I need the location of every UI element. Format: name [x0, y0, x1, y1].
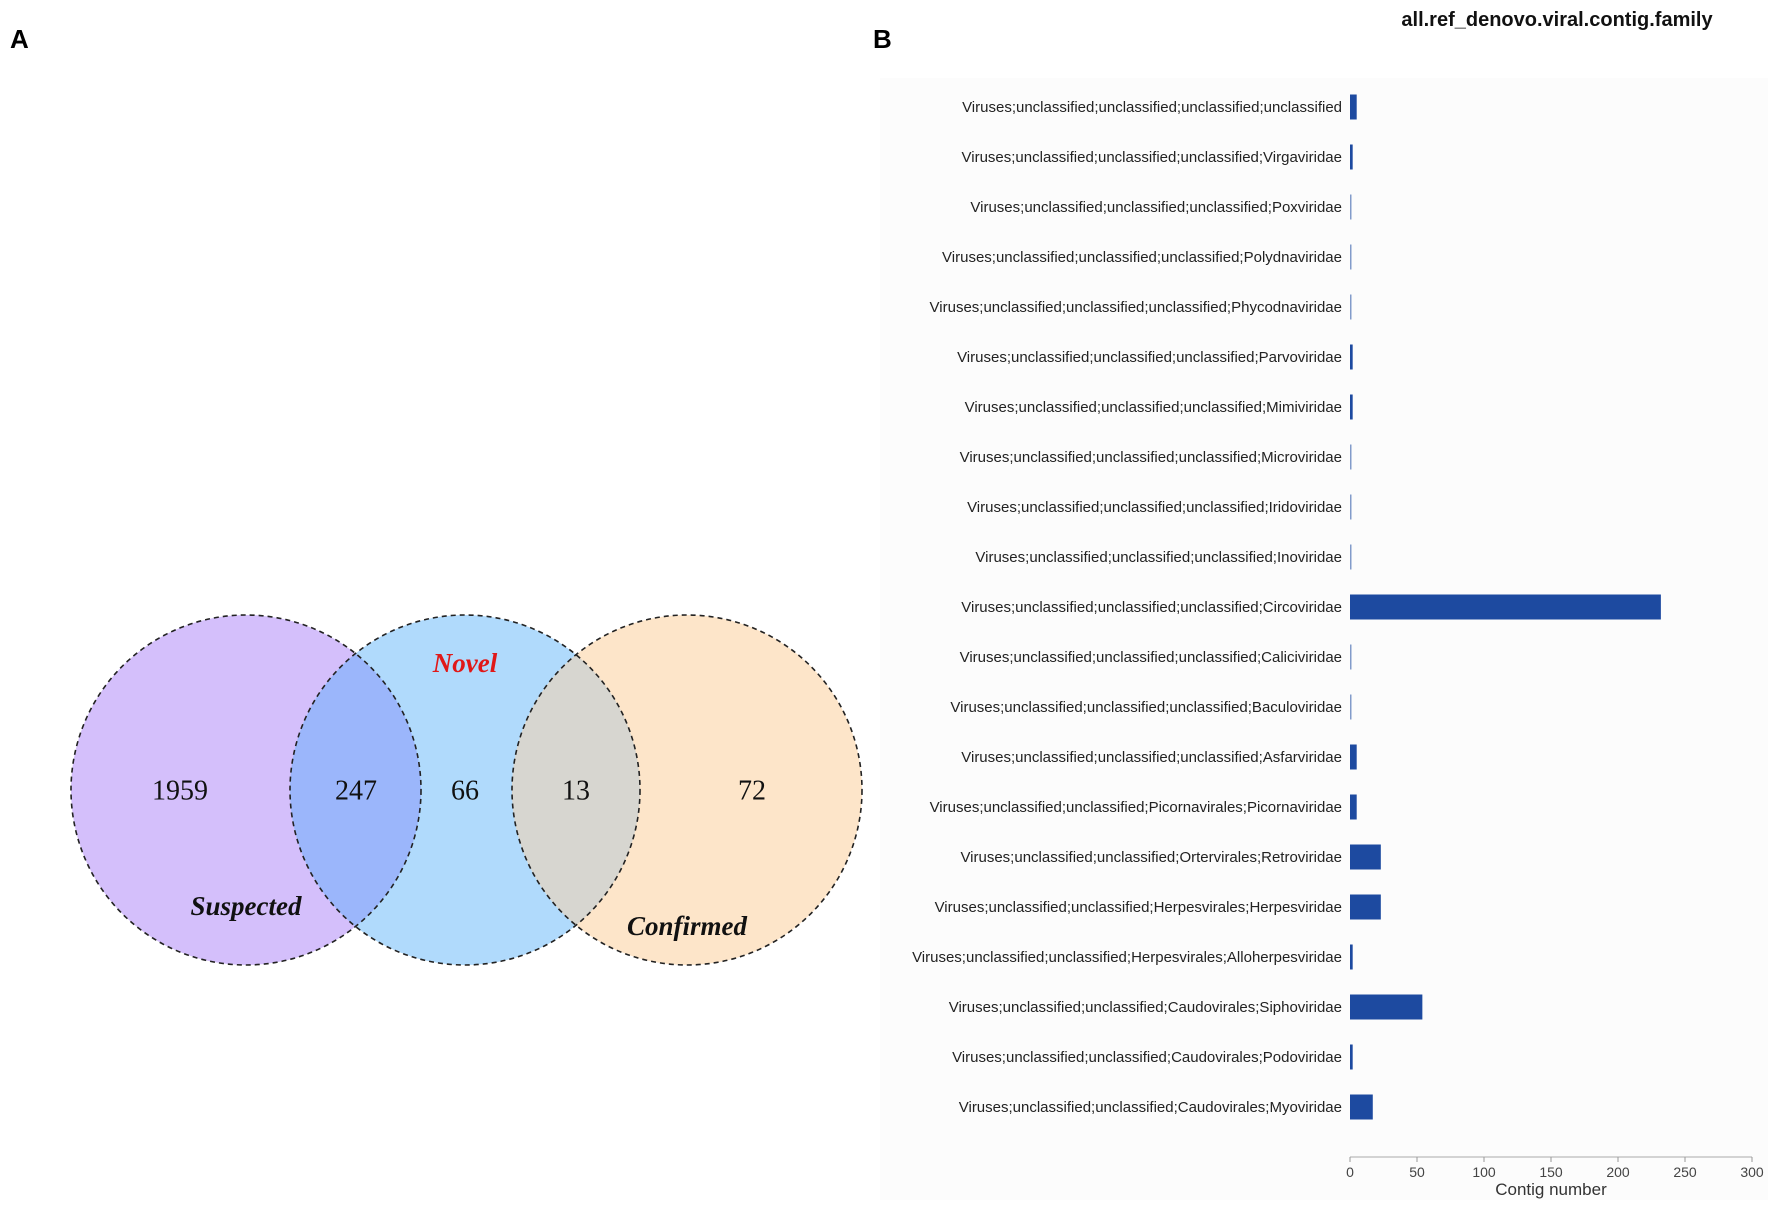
bar: [1350, 594, 1661, 620]
category-label: Viruses;unclassified;unclassified;unclas…: [970, 199, 1342, 216]
category-label: Viruses;unclassified;unclassified;unclas…: [965, 399, 1342, 416]
bar: [1350, 894, 1381, 920]
category-label: Viruses;unclassified;unclassified;Orterv…: [960, 849, 1342, 866]
set-label-suspected: Suspected: [191, 891, 302, 921]
confirmed-circle-outline: [511, 614, 863, 966]
panel-label-b: B: [873, 24, 892, 54]
x-tick-label: 300: [1740, 1164, 1764, 1180]
category-label: Viruses;unclassified;unclassified;Caudov…: [949, 999, 1342, 1016]
bar: [1350, 1094, 1373, 1120]
category-label: Viruses;unclassified;unclassified;unclas…: [961, 749, 1342, 766]
plot-background: [880, 78, 1768, 1200]
x-axis-title: Contig number: [1495, 1180, 1607, 1199]
x-tick-label: 150: [1539, 1164, 1563, 1180]
region-count-novel-and-confirmed: 13: [562, 775, 590, 806]
x-tick-label: 200: [1606, 1164, 1630, 1180]
category-label: Viruses;unclassified;unclassified;Caudov…: [952, 1049, 1342, 1066]
novel-confirmed-overlap: [512, 615, 640, 965]
category-label: Viruses;unclassified;unclassified;unclas…: [960, 649, 1342, 666]
category-label: Viruses;unclassified;unclassified;unclas…: [960, 449, 1342, 466]
novel-circle-outline: [289, 614, 641, 966]
bar: [1350, 344, 1353, 370]
category-label: Viruses;unclassified;unclassified;Picorn…: [930, 799, 1342, 816]
bar: [1350, 294, 1352, 320]
category-label: Viruses;unclassified;unclassified;unclas…: [930, 299, 1342, 316]
suspected-circle-outline: [70, 614, 422, 966]
bar: [1350, 194, 1352, 220]
set-label-novel: Novel: [432, 648, 498, 678]
bar: [1350, 244, 1352, 270]
category-label: Viruses;unclassified;unclassified;unclas…: [975, 549, 1342, 566]
bar: [1350, 444, 1352, 470]
bar: [1350, 994, 1423, 1020]
suspected-novel-overlap: [290, 615, 421, 965]
chart-title: all.ref_denovo.viral.contig.family: [1401, 9, 1713, 31]
category-label: Viruses;unclassified;unclassified;unclas…: [950, 699, 1342, 716]
x-tick-label: 0: [1346, 1164, 1354, 1180]
region-count-suspected-only: 1959: [152, 775, 208, 806]
bar: [1350, 394, 1353, 420]
region-count-suspected-and-novel: 247: [335, 775, 377, 806]
bar: [1350, 744, 1357, 770]
bar: [1350, 544, 1352, 570]
category-label: Viruses;unclassified;unclassified;unclas…: [961, 599, 1342, 616]
bar: [1350, 794, 1357, 820]
x-tick-label: 100: [1472, 1164, 1496, 1180]
category-label: Viruses;unclassified;unclassified;Caudov…: [959, 1099, 1342, 1116]
category-label: Viruses;unclassified;unclassified;Herpes…: [935, 899, 1342, 916]
region-count-confirmed-only: 72: [738, 775, 766, 806]
region-count-novel-only: 66: [451, 775, 479, 806]
panel-label-a: A: [10, 24, 29, 54]
category-label: Viruses;unclassified;unclassified;unclas…: [962, 149, 1342, 166]
bar: [1350, 494, 1352, 520]
category-label: Viruses;unclassified;unclassified;unclas…: [967, 499, 1342, 516]
category-label: Viruses;unclassified;unclassified;unclas…: [962, 99, 1342, 116]
bar: [1350, 144, 1353, 170]
category-label: Viruses;unclassified;unclassified;Herpes…: [912, 949, 1342, 966]
x-tick-label: 250: [1673, 1164, 1697, 1180]
bar: [1350, 944, 1353, 970]
category-label: Viruses;unclassified;unclassified;unclas…: [957, 349, 1342, 366]
set-label-confirmed: Confirmed: [627, 911, 748, 941]
bar: [1350, 94, 1357, 120]
category-label: Viruses;unclassified;unclassified;unclas…: [942, 249, 1342, 266]
x-tick-label: 50: [1409, 1164, 1425, 1180]
bar: [1350, 694, 1352, 720]
bar: [1350, 1044, 1353, 1070]
bar: [1350, 644, 1352, 670]
bar: [1350, 844, 1381, 870]
